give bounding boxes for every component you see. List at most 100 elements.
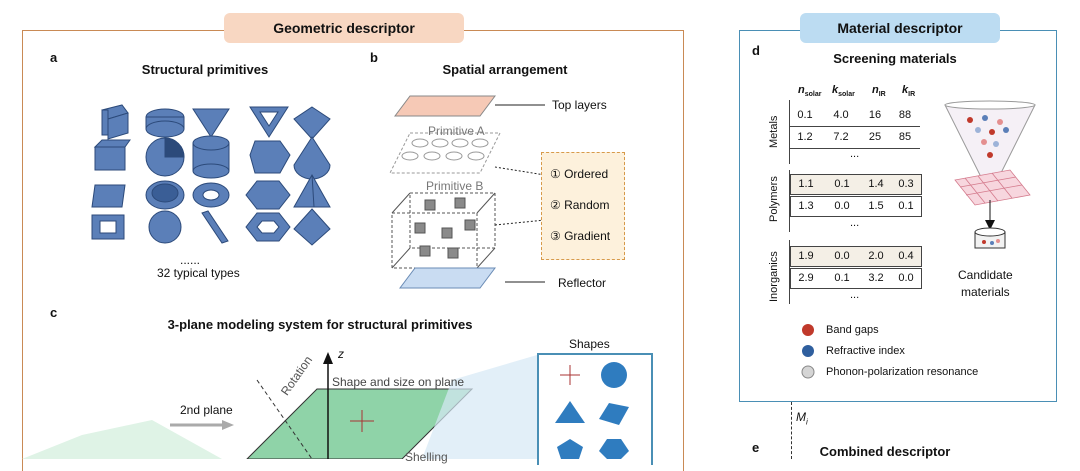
hexagon-shape — [599, 439, 629, 459]
three-plane-diagram — [22, 352, 537, 459]
square-prism-shape — [93, 139, 131, 171]
star-pyramid-shape — [293, 208, 331, 246]
inorganics-more: ... — [850, 289, 860, 301]
hex-ring-shape — [245, 212, 291, 242]
panel-a-title: Structural primitives — [141, 62, 269, 77]
metals-label: Metals — [768, 115, 780, 148]
circle-shape — [601, 362, 627, 388]
pentagon-shape — [557, 439, 583, 459]
polymers-label: Polymers — [768, 176, 780, 222]
hex-prism-shape — [249, 140, 291, 174]
candidate-label-1: Candidate — [958, 268, 1013, 282]
rotation-axis — [256, 379, 313, 459]
ring-shape — [192, 182, 230, 208]
pyramid-shape — [293, 173, 331, 208]
polymers-group — [765, 170, 790, 232]
axis-z-label: z — [338, 347, 344, 361]
reflector-label: Reflector — [558, 276, 607, 290]
funnel-particles — [967, 115, 1009, 158]
candidate-container — [974, 227, 1006, 249]
screening-table-header: nsolar ksolar nIR kIR — [790, 84, 930, 100]
legend-refractive-index: Refractive index — [826, 345, 905, 357]
band-gap-icon — [802, 324, 814, 336]
arrangement-options-box: ① Ordered ② Random ③ Gradient — [541, 152, 625, 260]
panel-b-title: Spatial arrangement — [442, 62, 568, 77]
triangle-shape — [555, 401, 585, 423]
geometric-descriptor-header: Geometric descriptor — [224, 13, 464, 43]
triangle-ring-shape — [249, 106, 289, 138]
primitive-a-label: Primitive A — [428, 124, 485, 138]
shelling-label: Shelling — [405, 450, 448, 464]
square-flat-shape — [91, 184, 126, 208]
spatial-arrangement-stack — [389, 95, 501, 289]
second-plane-label: 2nd plane — [180, 403, 233, 417]
panel-c-letter: c — [50, 305, 58, 320]
col-n-ir: nIR — [872, 84, 886, 99]
option-random: ② Random — [550, 198, 610, 212]
option-ordered: ① Ordered — [550, 167, 609, 181]
green-plane — [246, 388, 474, 459]
top-layers-label: Top layers — [552, 98, 607, 112]
square-frame-shape — [91, 214, 125, 240]
mi-label: Mi — [796, 410, 808, 427]
candidate-label-2: materials — [961, 285, 1010, 299]
cylinder-short-shape — [145, 108, 185, 138]
legend-band-gaps: Band gaps — [826, 324, 879, 336]
col-k-ir: kIR — [902, 84, 916, 99]
polymers-more: ... — [850, 217, 860, 229]
panel-d-title: Screening materials — [833, 51, 957, 66]
panel-e-title: Combined descriptor — [819, 444, 951, 459]
cone-diamond-shape — [293, 106, 331, 140]
top-layer-plate — [394, 95, 496, 117]
circle-shape — [148, 210, 182, 244]
shapes-grid — [555, 362, 629, 459]
funnel-body — [944, 104, 1036, 186]
panel-e-letter: e — [752, 440, 760, 455]
light-plane — [22, 420, 222, 459]
mi-connector — [791, 402, 792, 459]
refractive-index-icon — [802, 345, 814, 357]
disc-shape — [145, 180, 185, 210]
col-k-solar: ksolar — [832, 84, 855, 99]
inorganics-group — [765, 240, 790, 304]
projection-beam — [422, 355, 537, 459]
panel-a-letter: a — [50, 50, 58, 65]
primitive-a-layer — [389, 132, 501, 174]
teardrop-shape — [293, 136, 331, 180]
screening-funnel — [944, 100, 1036, 249]
primitive-b-label: Primitive B — [426, 179, 484, 193]
inorganics-label: Inorganics — [768, 251, 780, 302]
metals-group — [765, 100, 790, 164]
pointer-lines — [494, 104, 546, 283]
shapes-title: Shapes — [569, 337, 610, 351]
primitive-b-cubes — [414, 197, 476, 259]
panel-c-title: 3-plane modeling system for structural p… — [167, 317, 473, 332]
phonon-resonance-icon — [801, 365, 815, 379]
panel-b-letter: b — [370, 50, 378, 65]
reflector-plate — [399, 267, 496, 289]
quarter-cylinder-shape — [145, 137, 185, 177]
shape-size-label: Shape and size on plane — [332, 375, 465, 389]
legend-phonon-resonance: Phonon-polarization resonance — [826, 366, 979, 378]
option-gradient: ③ Gradient — [550, 229, 611, 243]
col-n-solar: nsolar — [798, 84, 822, 99]
legend-icons — [801, 324, 815, 379]
hexagon-shape — [245, 180, 291, 210]
cube-shape — [101, 104, 129, 140]
rod-shape — [201, 210, 229, 244]
panel-a-ellipsis: ...... — [180, 253, 201, 267]
sieve-grid — [954, 169, 1031, 206]
panel-a-count: 32 typical types — [157, 266, 240, 280]
panel-d-letter: d — [752, 43, 760, 58]
material-descriptor-header: Material descriptor — [800, 13, 1000, 43]
cylinder-shape — [192, 135, 230, 179]
metals-more: ... — [850, 148, 860, 160]
shapes-box — [537, 353, 653, 465]
triangle-prism-shape — [192, 108, 230, 138]
